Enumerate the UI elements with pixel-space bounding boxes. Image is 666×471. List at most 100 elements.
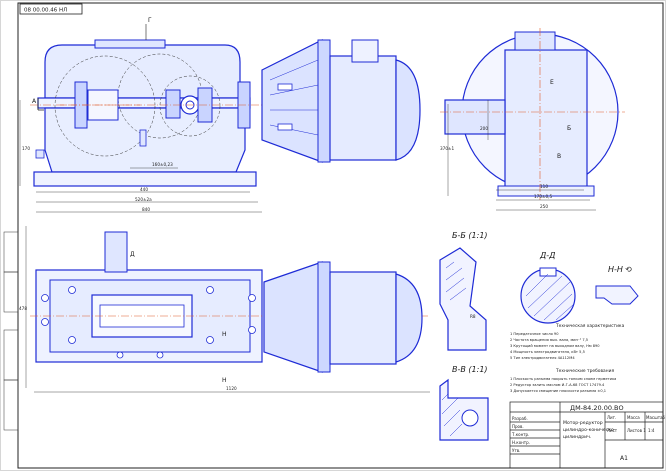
tech-char-line-1: 1 Передаточное число 90: [510, 332, 559, 336]
dim-side-shaft: 200: [480, 126, 488, 131]
front-dimensions: [19, 100, 262, 213]
dim-overall: 840: [142, 207, 150, 212]
section-dd-shaft: [520, 268, 576, 324]
mark-e: Е: [550, 79, 554, 86]
section-bb-profile: [439, 247, 487, 351]
tech-notes: Техническая характеристика 1 Передаточно…: [510, 323, 625, 393]
plan-dimensions: [25, 226, 430, 393]
tb-mass: Масса: [627, 415, 640, 420]
tb-role-4: Н.контр.: [512, 440, 530, 445]
dim-center: 160±0,23: [152, 162, 173, 167]
tb-lit: Лит.: [607, 415, 616, 420]
plan-view: Д Н Н 1120 478: [19, 226, 430, 393]
title-line-1: Мотор-редуктор: [563, 420, 603, 426]
tech-req-line-2: 2 Редуктор залить маслом И-Г-А-68 ГОСТ 1…: [510, 383, 605, 387]
tech-char-line-3: 3 Крутящий момент на выходном валу, Нм 8…: [510, 344, 600, 348]
motor-flange: [317, 39, 331, 163]
tech-char-line-4: 4 Мощность электродвигателя, кВт 5,5: [510, 350, 585, 354]
tb-role-1: Разраб.: [512, 416, 528, 421]
tb-sheets: Листов 1: [627, 428, 646, 433]
left-margin-stubs: [3, 231, 19, 431]
tech-req-line-3: 3 Допускается смещение плоскости разъема…: [510, 389, 606, 393]
front-view: А А Г 440 520±2a 840 160±0,23 170: [19, 17, 347, 213]
dim-side-height: 370±1: [440, 146, 455, 151]
split-flange: [37, 97, 251, 109]
terminal-box: [351, 39, 379, 63]
section-nn: Н-Н ⟲: [595, 265, 639, 305]
section-dd-title: Д-Д: [539, 251, 555, 260]
dim-side-w2: 170±0,5: [534, 194, 552, 199]
side-housing: [504, 49, 588, 191]
doc-code: ДМ-84.20.00.ВО: [570, 404, 624, 412]
section-arrow-a-left: [37, 98, 44, 111]
title-block: [509, 401, 664, 469]
dim-plan-height: 478: [19, 306, 27, 311]
dim-inner: 440: [140, 187, 148, 192]
title-line-3: цилиндрич.: [563, 435, 591, 440]
motor-bolts: [277, 83, 293, 131]
section-vv-hatch: [441, 393, 463, 437]
motor-end-cap: [395, 59, 421, 161]
base-foot: [33, 171, 257, 187]
stamp-box: [19, 3, 83, 15]
gear-pitch-circle-1: [54, 55, 156, 157]
dim-height: 170: [22, 146, 30, 151]
plan-motor-flange: [317, 261, 331, 373]
dim-base: 520±2a: [135, 197, 152, 202]
gear-pitch-circle-2: [159, 75, 221, 137]
plan-motor-cap: [395, 273, 423, 363]
dim-side-w1: 110: [540, 184, 548, 189]
tech-req-line-1: 1 Плоскость разъема покрыть тонким слоем…: [510, 377, 616, 381]
side-base: [497, 185, 595, 197]
plan-input-shaft: [104, 231, 128, 273]
mark-n-upper: Н: [222, 331, 227, 338]
dim-bb-1: R8: [470, 314, 476, 319]
side-output-shaft: [444, 99, 506, 135]
tech-char-line-2: 2 Частота вращения вых. вала, мин⁻¹ 7,5: [510, 338, 588, 342]
section-bb-hatch: [445, 261, 467, 301]
section-dd-hatch: [525, 273, 575, 321]
oil-gauge: [139, 129, 147, 147]
section-bb: Б-Б (1:1) R8: [439, 231, 488, 351]
motor-front: [261, 39, 421, 163]
sheet-format: А1: [620, 455, 628, 462]
title-line-2: цилиндро-коническо-: [563, 428, 616, 433]
section-bb-title: Б-Б (1:1): [452, 231, 488, 240]
dim-plan-total: 1120: [226, 386, 237, 391]
tech-char-heading: Техническая характеристика: [555, 323, 625, 329]
motor-body: [329, 55, 397, 161]
tb-role-2: Пров.: [512, 424, 524, 429]
side-top-cover: [514, 31, 556, 51]
side-view: Е Б В 370±1 110 170±0,5 250 200: [440, 28, 625, 211]
section-vv-title: В-В (1:1): [452, 365, 488, 374]
plan-motor-cone: [263, 261, 323, 373]
section-dd-keyway: [539, 267, 557, 277]
section-nn-title: Н-Н ⟲: [608, 265, 632, 274]
drain-plug: [35, 149, 45, 159]
section-vv-profile: [439, 378, 489, 441]
tb-scale-value: 1:4: [648, 428, 655, 433]
mark-n-lower: Н: [222, 377, 227, 384]
mark-v: В: [557, 153, 561, 160]
tech-req-heading: Технические требования: [555, 367, 614, 374]
mark-g: Г: [148, 17, 152, 24]
cover-lid: [94, 39, 166, 49]
section-vv: В-В (1:1): [439, 365, 489, 441]
plan-motor-body: [329, 271, 397, 365]
plan-bolts: [41, 286, 256, 359]
section-mark-a-left: А: [32, 98, 37, 105]
section-vv-hole: [461, 409, 479, 427]
tb-role-3: Т.контр.: [511, 432, 529, 437]
dim-side-w3: 250: [540, 204, 548, 209]
tech-char-line-5: 5 Тип электродвигателя 4А112М4: [510, 356, 575, 360]
tb-sheet: Лист: [607, 428, 618, 433]
section-dd: Д-Д: [520, 251, 576, 324]
stamp-code: 08 00.00.46 НЛ: [24, 8, 67, 14]
tb-scale: Масштаб: [646, 415, 666, 420]
tb-role-5: Утв.: [512, 448, 520, 453]
section-nn-profile: [595, 285, 639, 305]
mark-b: Б: [567, 125, 571, 132]
mark-d: Д: [130, 251, 135, 258]
gearbox-top-cover: [44, 44, 241, 99]
